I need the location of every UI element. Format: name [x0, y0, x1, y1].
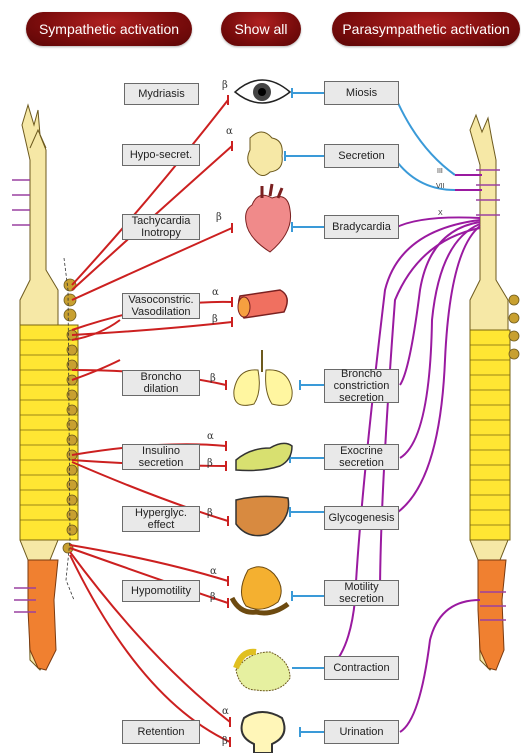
colon-icon — [236, 652, 290, 691]
pancreas-icon — [236, 443, 292, 470]
label-exocrine: Exocrine secretion — [324, 444, 399, 470]
beta-receptor-label: β — [222, 736, 228, 747]
beta-receptor-label: β — [210, 592, 216, 603]
label-insulin: Insulino secretion — [122, 444, 200, 470]
beta-receptor-label: β — [207, 458, 213, 469]
label-urination: Urination — [324, 720, 399, 744]
label-bronchoconstriction: Broncho constriction secretion — [324, 369, 399, 403]
alpha-receptor-label: α — [210, 566, 217, 577]
beta-receptor-label: β — [210, 373, 216, 384]
eye-icon — [235, 80, 290, 103]
alpha-receptor-label: α — [222, 706, 229, 717]
blood-vessel-icon — [238, 290, 287, 318]
salivary-gland-icon — [248, 132, 283, 176]
label-mydriasis: Mydriasis — [124, 83, 199, 105]
label-contraction: Contraction — [324, 656, 399, 680]
sympathetic-pathways — [70, 95, 232, 747]
beta-receptor-label: β — [216, 212, 222, 223]
label-retention: Retention — [122, 720, 200, 744]
label-bronchodilation: Broncho dilation — [122, 370, 200, 396]
label-vasoconstriction: Vasoconstric. Vasodilation — [122, 293, 200, 319]
cranial-nerve-x-label: X — [438, 210, 443, 217]
label-hyposecretion: Hypo-secret. — [122, 144, 200, 166]
label-secretion: Secretion — [324, 144, 399, 168]
liver-icon — [236, 496, 289, 535]
label-motility: Motility secretion — [324, 580, 399, 606]
label-bradycardia: Bradycardia — [324, 215, 399, 239]
label-miosis: Miosis — [324, 81, 399, 105]
heart-icon — [246, 184, 291, 252]
label-hyperglycemic: Hyperglyc. effect — [122, 506, 200, 532]
label-glycogenesis: Glycogenesis — [324, 506, 399, 530]
beta-receptor-label: β — [212, 314, 218, 325]
bladder-icon — [242, 712, 285, 753]
label-hypomotility: Hypomotility — [122, 580, 200, 602]
beta-receptor-label: β — [207, 508, 213, 519]
left-spinal-cord — [12, 105, 78, 670]
label-tachycardia: Tachycardia Inotropy — [122, 214, 200, 240]
lungs-icon — [234, 350, 292, 405]
alpha-receptor-label: α — [207, 431, 214, 442]
alpha-receptor-label: α — [212, 287, 219, 298]
cranial-nerve-iii-label: III — [437, 168, 443, 175]
right-spinal-cord — [470, 115, 519, 670]
intestine-icon — [232, 567, 288, 613]
alpha-receptor-label: α — [226, 126, 233, 137]
beta-receptor-label: β — [222, 80, 228, 91]
cranial-nerve-vii-label: VII — [436, 183, 445, 190]
